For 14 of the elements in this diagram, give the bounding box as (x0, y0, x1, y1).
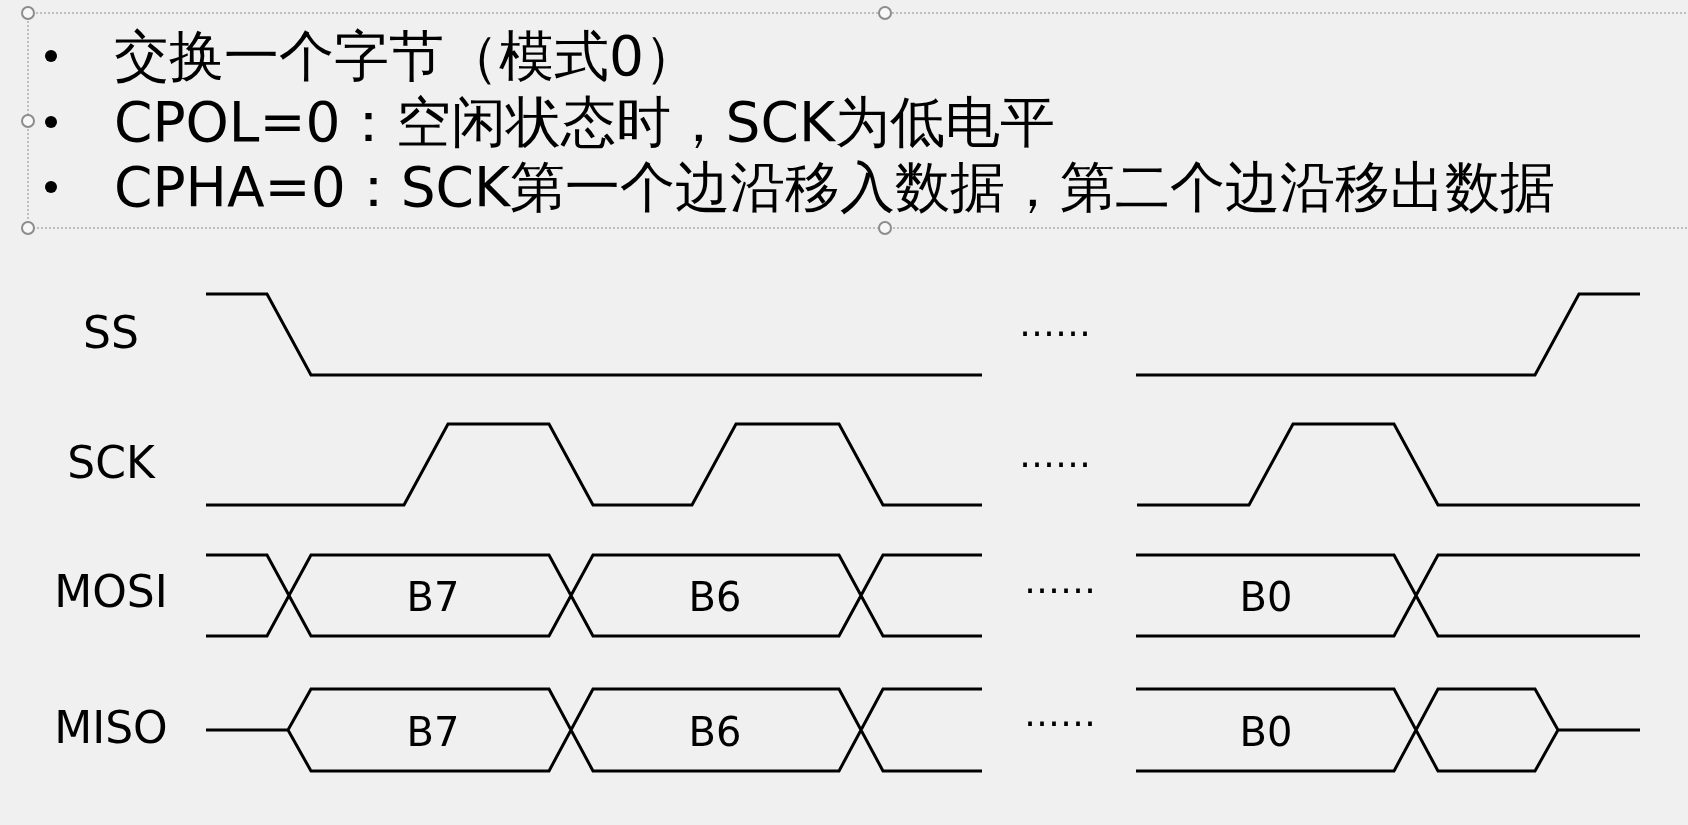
signal-name: SCK (67, 441, 155, 485)
data-bit-label: B6 (688, 577, 742, 617)
ellipsis: …… (1024, 563, 1096, 599)
ellipsis: …… (1024, 696, 1096, 732)
data-bit-label: B0 (1239, 577, 1293, 617)
data-bit-label: B7 (406, 712, 460, 752)
signal-name: MOSI (54, 570, 168, 614)
data-bit-label: B0 (1239, 712, 1293, 752)
data-bit-label: B7 (406, 577, 460, 617)
data-bit-label: B6 (688, 712, 742, 752)
signal-name: MISO (54, 706, 168, 750)
ellipsis: …… (1019, 437, 1091, 473)
ellipsis: …… (1019, 306, 1091, 342)
signal-name: SS (83, 311, 139, 355)
